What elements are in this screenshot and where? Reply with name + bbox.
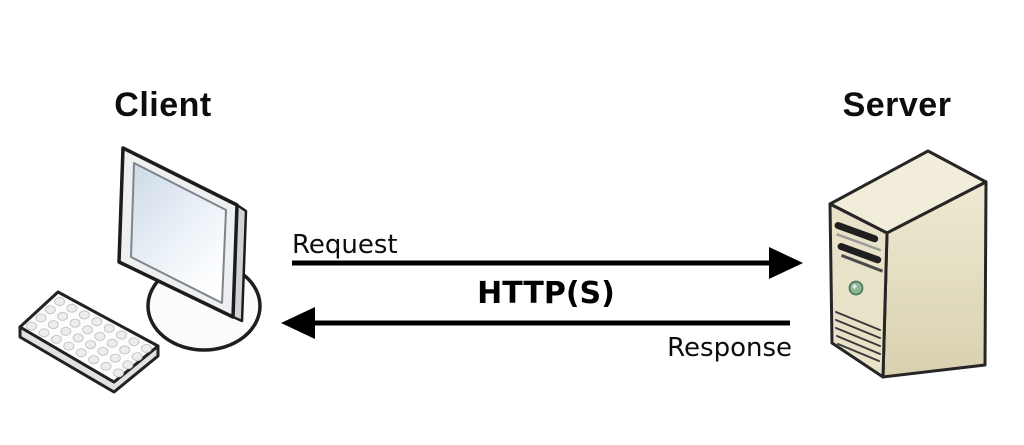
- response-arrowhead: [281, 307, 315, 339]
- monitor-screen: [130, 162, 227, 304]
- drive-bay-icon: [834, 221, 884, 273]
- response-label: Response: [667, 333, 792, 363]
- server-vents: [835, 311, 881, 362]
- tower-server-icon: [828, 149, 988, 379]
- keyboard-icon: [18, 290, 160, 384]
- protocol-label: HTTP(S): [477, 276, 615, 311]
- request-arrow: [292, 247, 803, 279]
- response-arrow: [281, 307, 790, 339]
- desktop-computer-icon: [18, 146, 262, 394]
- client-label: Client: [114, 86, 212, 124]
- server-label: Server: [842, 86, 952, 124]
- power-button-icon: [848, 280, 864, 296]
- request-arrowhead: [769, 247, 803, 279]
- request-label: Request: [292, 230, 398, 260]
- keyboard-keys: [26, 297, 152, 378]
